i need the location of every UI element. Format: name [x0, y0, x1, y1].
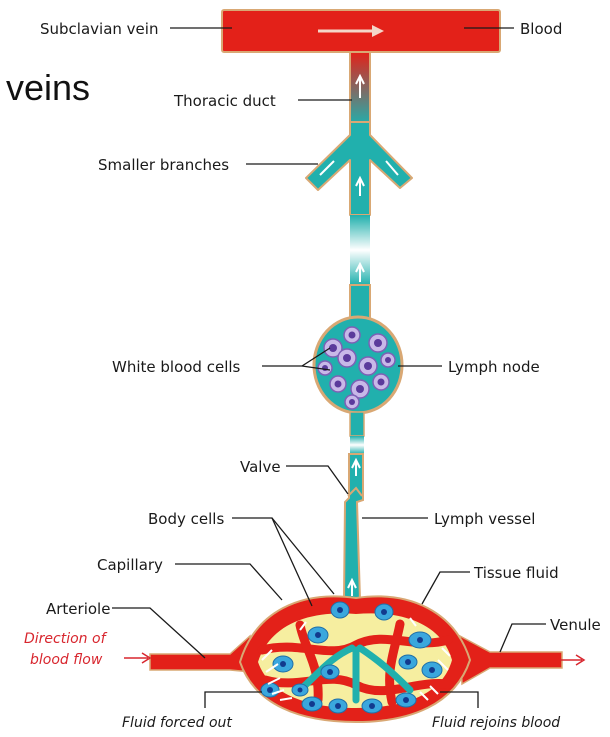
label-arteriole: Arteriole [46, 600, 110, 618]
label-white-blood-cells: White blood cells [112, 358, 241, 376]
vessel-below-node [350, 412, 364, 436]
label-lymph-node: Lymph node [448, 358, 540, 376]
heading-fragment: veins [6, 67, 90, 108]
label-fluid-rejoins-blood: Fluid rejoins blood [432, 715, 560, 731]
label-tissue-fluid: Tissue fluid [473, 564, 559, 582]
vessel-fade-2 [350, 436, 364, 454]
label-subclavian-vein: Subclavian vein [40, 20, 158, 38]
direction-arrow-out [560, 655, 584, 665]
label-body-cells: Body cells [148, 510, 224, 528]
label-thoracic-duct: Thoracic duct [173, 92, 276, 110]
label-valve: Valve [240, 458, 281, 476]
label-blood: Blood [520, 20, 562, 38]
label-smaller-branches: Smaller branches [98, 156, 229, 174]
label-lymph-vessel: Lymph vessel [434, 510, 535, 528]
smaller-branches [306, 122, 412, 215]
label-fluid-forced-out: Fluid forced out [122, 715, 232, 731]
label-direction-line1: Direction of [24, 631, 108, 647]
label-venule: Venule [550, 616, 601, 634]
venule [460, 636, 562, 684]
direction-arrow-in [124, 653, 150, 663]
label-direction-line2: blood flow [30, 652, 103, 668]
label-capillary: Capillary [97, 556, 163, 574]
